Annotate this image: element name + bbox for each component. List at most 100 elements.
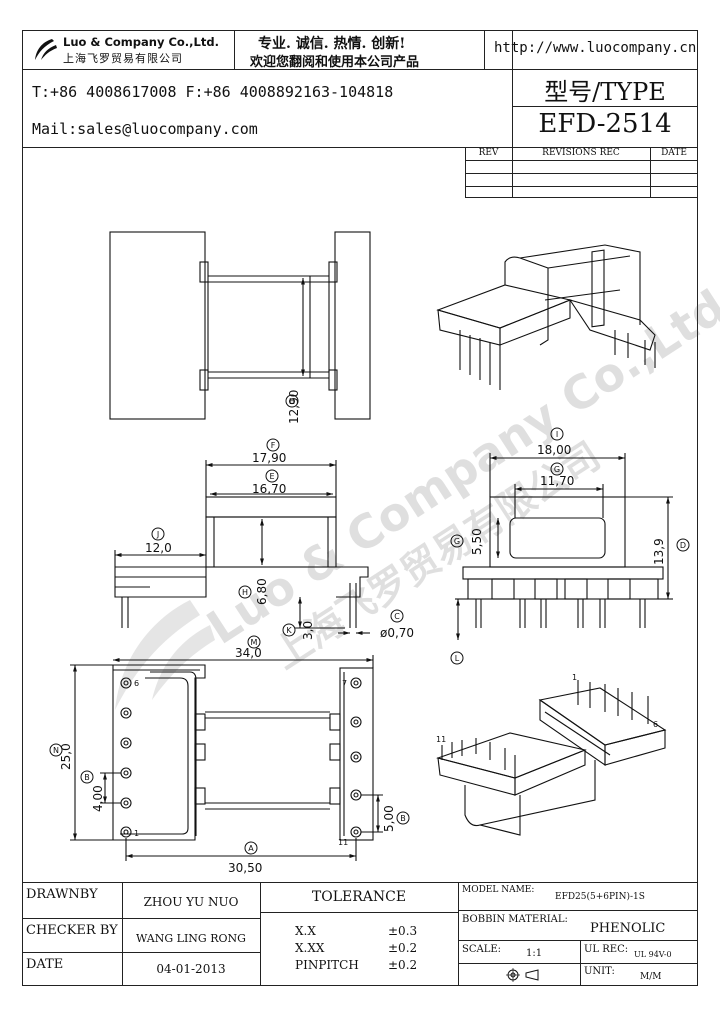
model-number: EFD-2514 xyxy=(538,109,672,139)
company-name-cn: 上海飞罗贸易有限公司 xyxy=(63,52,183,65)
tol-pin-label: PINPITCH xyxy=(295,958,359,972)
header-divider-v1 xyxy=(234,30,235,69)
bobbin-label: BOBBIN MATERIAL: xyxy=(462,914,568,925)
drawnby-label: DRAWNBY xyxy=(26,887,98,902)
footer-col-2 xyxy=(260,883,261,986)
footer-row-d xyxy=(458,940,698,941)
side-view xyxy=(462,496,664,628)
letter-g: G xyxy=(554,465,560,474)
letter-b: B xyxy=(84,773,90,782)
dim-n-value: 25,0 xyxy=(59,743,73,770)
dim-a-value: 30,50 xyxy=(228,861,262,875)
iso-pin-6-label: 6 xyxy=(653,720,658,729)
letter-n: N xyxy=(53,746,59,755)
letter-d: D xyxy=(680,541,686,550)
header-divider-row xyxy=(22,69,512,70)
dim-j-value: 12,0 xyxy=(145,541,172,555)
letter-c: C xyxy=(394,612,400,621)
rev-header: REV xyxy=(478,148,499,158)
pin-6-label: 6 xyxy=(134,679,139,688)
pin-labels: 6 1 7 11 1 6 11 xyxy=(134,673,658,847)
letter-h2: H xyxy=(242,588,248,597)
tol-xxx-value: ±0.2 xyxy=(388,941,418,955)
rev-row-3 xyxy=(465,186,698,187)
title-block-header xyxy=(22,30,698,148)
tol-xx-label: X.X xyxy=(295,924,316,938)
ul-rec-value: UL 94V-0 xyxy=(634,950,672,959)
letter-e: E xyxy=(269,472,274,481)
tol-xxx-label: X.XX xyxy=(295,941,325,955)
letter-k: K xyxy=(286,626,292,635)
footer-col-3 xyxy=(458,883,459,986)
footer-row-b xyxy=(22,952,260,953)
drawing-frame xyxy=(22,148,698,883)
header-divider-type xyxy=(512,69,698,70)
email-line[interactable]: Mail:sales@luocompany.com xyxy=(32,120,258,138)
bottom-view-pins xyxy=(120,677,362,838)
iso-pin-1-label: 1 xyxy=(572,673,577,682)
top-view xyxy=(109,231,371,420)
dim-letter-markers xyxy=(49,394,690,855)
model-name-label: MODEL NAME: xyxy=(462,885,535,895)
letter-a: A xyxy=(248,844,254,853)
header-divider-v2 xyxy=(484,30,485,69)
bottom-view xyxy=(112,664,374,841)
date-label: DATE xyxy=(26,957,64,972)
dim-d-value: 13,9 xyxy=(652,538,666,565)
iso-view-top xyxy=(436,244,656,390)
watermark-logo-icon xyxy=(115,600,215,710)
front-view xyxy=(114,496,369,628)
iso-view-bottom xyxy=(436,680,667,836)
header-divider-model xyxy=(512,106,698,107)
dim-i-value: 18,00 xyxy=(537,443,571,457)
tol-xx-value: ±0.3 xyxy=(388,924,418,938)
ul-rec-label: UL REC: xyxy=(584,944,629,955)
footer-row-c xyxy=(458,910,698,911)
footer-row-e xyxy=(458,963,698,964)
header-divider-v3 xyxy=(512,30,513,148)
type-label: 型号/TYPE xyxy=(544,78,666,106)
phone-fax-line: T:+86 4008617008 F:+86 4008892163-104818 xyxy=(32,83,394,101)
unit-value: M/M xyxy=(640,972,662,982)
revisions-rec-header: REVISIONS REC xyxy=(542,148,620,158)
model-name-value: EFD25(5+6PIN)-1S xyxy=(555,892,645,902)
dim-letter-labels: H F E J H K C I G G D L M N B B A xyxy=(53,397,686,853)
rev-col-2 xyxy=(650,148,651,198)
footer-col-1 xyxy=(122,883,123,986)
dim-b-value: 4,00 xyxy=(91,785,105,812)
checker-label: CHECKER BY xyxy=(26,923,118,938)
scale-label: SCALE: xyxy=(462,944,502,955)
slogan-line-2: 欢迎您翻阅和使用本公司产品 xyxy=(250,55,420,70)
unit-label: UNIT: xyxy=(584,966,615,977)
company-name-en: Luo & Company Co.,Ltd. xyxy=(63,35,219,49)
letter-f: F xyxy=(271,441,276,450)
scale-value: 1:1 xyxy=(526,948,543,959)
footer-col-4 xyxy=(580,940,581,986)
dim-f-value: 17,90 xyxy=(252,451,286,465)
letter-m: M xyxy=(251,638,258,647)
footer-row-tol xyxy=(260,912,458,913)
drawnby-value: ZHOU YU NUO xyxy=(143,895,239,909)
dim-k-value: 3,0 xyxy=(301,621,315,640)
rev-col-1 xyxy=(512,148,513,198)
tolerance-label: TOLERANCE xyxy=(311,889,407,905)
pin-7-label: 7 xyxy=(342,679,347,688)
pin-11-label: 11 xyxy=(338,838,348,847)
dim-m-value: 34,0 xyxy=(235,646,262,660)
letter-j: J xyxy=(156,530,159,539)
checker-value: WANG LING RONG xyxy=(136,932,246,945)
company-logo-icon xyxy=(35,39,57,60)
footer-table xyxy=(22,883,698,986)
dim-g-value: 11,70 xyxy=(540,474,574,488)
dim-values: 12,90 17,90 16,70 12,0 6,80 3,0 ø0,70 18… xyxy=(59,390,666,875)
website-link[interactable]: http://www.luocompany.cn xyxy=(494,40,697,56)
dim-hh-value: 6,80 xyxy=(255,578,269,605)
letter-i: I xyxy=(556,430,558,439)
rev-row-2 xyxy=(465,173,698,174)
rev-row-1 xyxy=(465,160,698,161)
iso-pin-11-label: 11 xyxy=(436,735,446,744)
dim-g2-value: 5,50 xyxy=(470,528,484,555)
pin-1-label: 1 xyxy=(134,829,139,838)
slogan-line-1: 专业. 诚信. 热情. 创新! xyxy=(258,36,406,52)
